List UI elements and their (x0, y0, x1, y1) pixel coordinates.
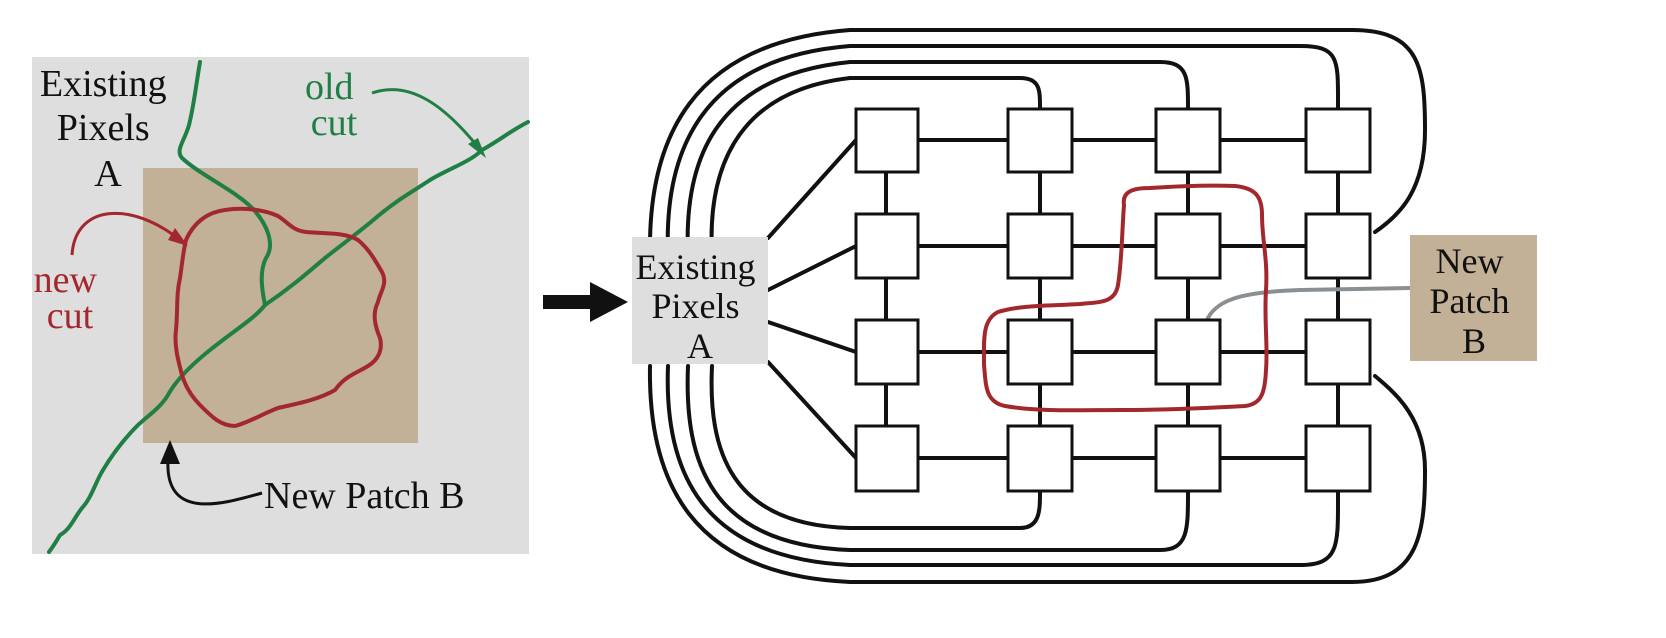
new-patch-region (143, 168, 418, 443)
source-link (766, 360, 858, 460)
pixel-node (1154, 212, 1222, 280)
grid-edges-vertical (884, 170, 1340, 428)
pixel-node (854, 318, 920, 386)
svg-text:Existing Pixels A: Existing Pixels A (635, 247, 764, 366)
pixel-node (1006, 107, 1074, 174)
pixel-node (1006, 318, 1074, 386)
outer-loop (647, 28, 1428, 257)
old-cut-label: old cut (305, 66, 363, 144)
pixel-node (854, 107, 920, 174)
pixel-node (1304, 107, 1372, 174)
outer-loop (665, 364, 1341, 567)
pixel-node (1304, 212, 1372, 280)
new-cut-label: new cut (34, 259, 107, 337)
pixel-node (1154, 318, 1222, 386)
source-link (766, 244, 858, 292)
new-patch-pointer (166, 459, 263, 506)
new-patch-label: New Patch B (264, 475, 465, 517)
old-cut-pointer (371, 88, 484, 153)
pixel-node (854, 424, 920, 493)
new-cut-arrowhead (168, 228, 188, 246)
source-link (766, 138, 858, 240)
pixel-node (1006, 424, 1074, 493)
sink-link (1204, 286, 1412, 324)
pixel-node (1304, 424, 1372, 493)
pixel-node (1154, 424, 1222, 493)
pixel-node (1006, 212, 1074, 280)
outer-loop (647, 364, 1428, 584)
left-panel: Existing Pixels A old cut new cut New Pa… (32, 57, 530, 554)
source-link (766, 320, 858, 354)
outer-loop (685, 60, 1190, 257)
new-patch-arrowhead (160, 440, 180, 464)
new-cut-pointer (70, 211, 181, 256)
outer-loop (709, 364, 1042, 530)
old-cut-line (47, 60, 272, 554)
right-panel (647, 28, 1428, 584)
outer-loop (685, 364, 1190, 552)
grid-edges-horizontal (916, 138, 1308, 460)
outer-loop (665, 44, 1341, 257)
arrow-right-icon (543, 282, 628, 322)
new-cut-loop (173, 206, 387, 428)
source-node: Existing Pixels A (632, 237, 768, 366)
pixel-nodes (854, 107, 1372, 493)
outer-loop (709, 76, 1042, 257)
graph-new-cut-loop (981, 183, 1269, 413)
pixel-node (1304, 318, 1372, 386)
pixel-node (1154, 107, 1222, 174)
pixel-node (854, 212, 920, 280)
existing-pixels-label: Existing Pixels A (40, 63, 176, 195)
old-cut-line-diagonal (263, 120, 530, 307)
sink-node: New Patch B (1410, 235, 1537, 361)
old-cut-arrowhead (468, 138, 486, 158)
svg-text:New Patch B: New Patch B (1430, 241, 1519, 361)
